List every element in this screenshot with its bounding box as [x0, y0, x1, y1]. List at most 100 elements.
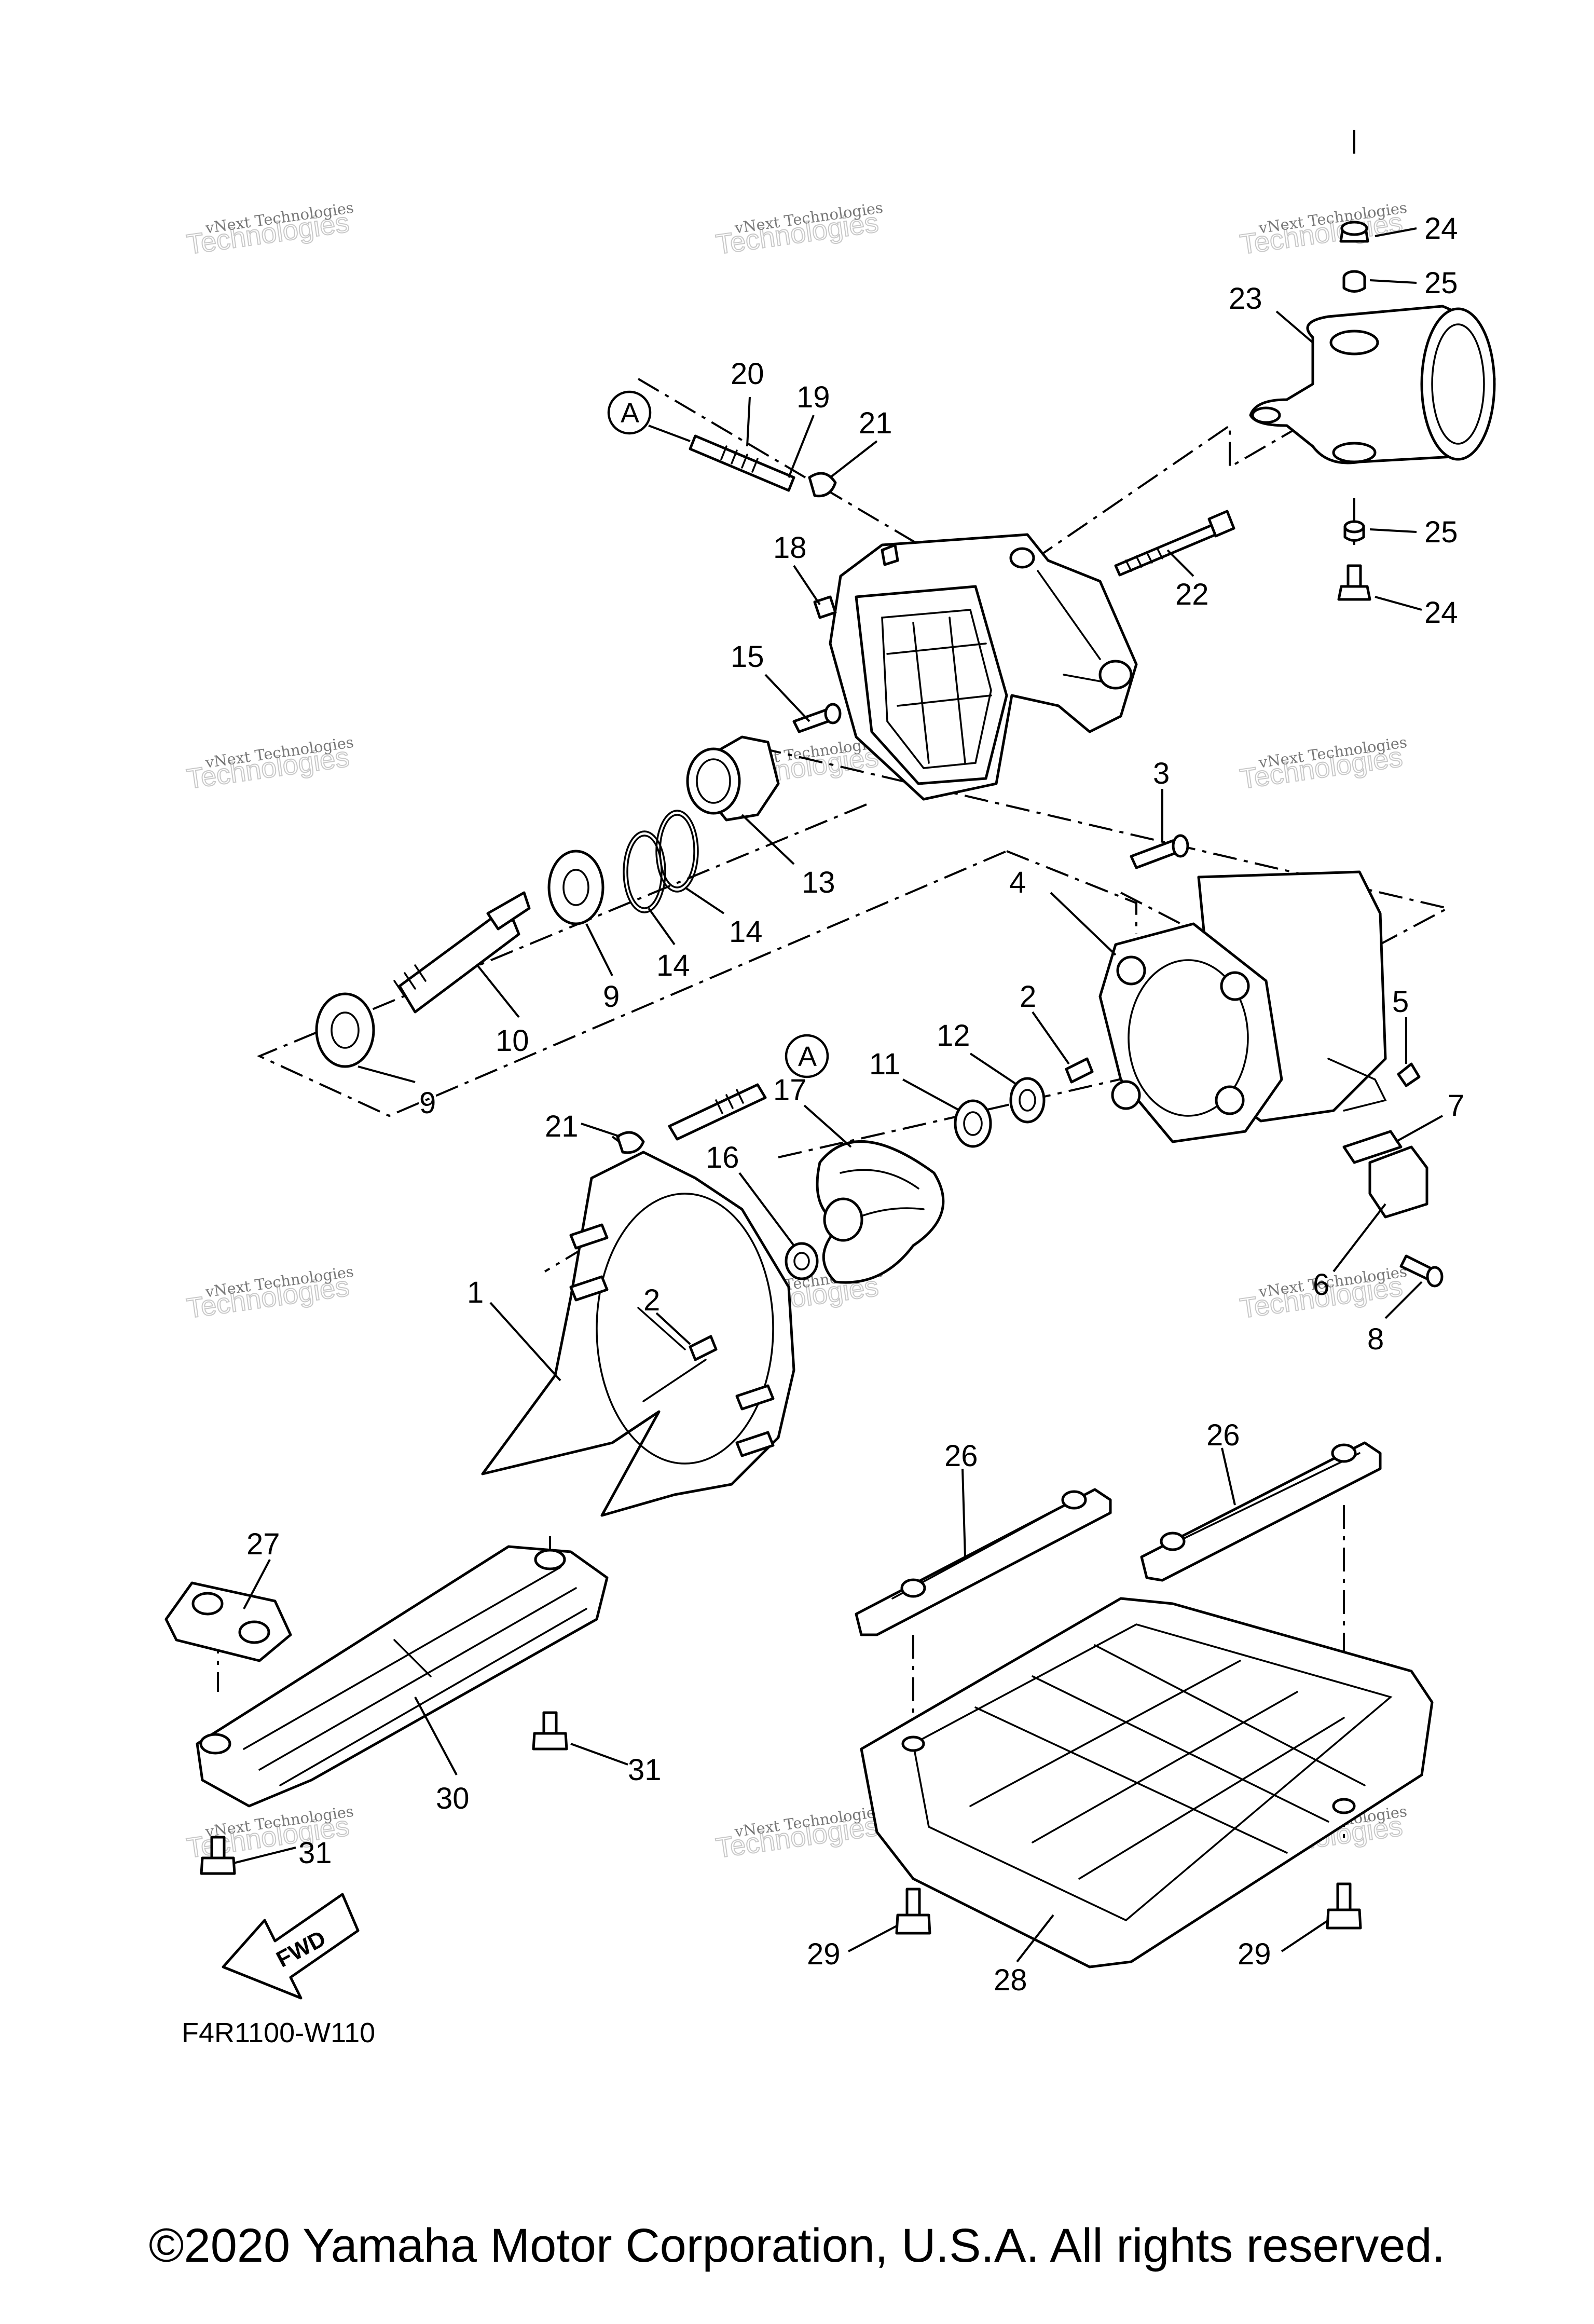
ride-plate-28-hole-a — [901, 1735, 925, 1752]
leader-15 — [764, 674, 810, 722]
bracket-26-a — [855, 1488, 1112, 1636]
assembly-line-shaft-box — [257, 803, 1007, 1117]
shaft-19 — [689, 434, 795, 492]
o-ring-14b-inner — [659, 814, 695, 888]
leader-lines — [233, 227, 1443, 1963]
intake-stud-1 — [569, 1223, 609, 1250]
leader-25-bottom — [1369, 528, 1417, 533]
callout-8: 8 — [1367, 1322, 1384, 1356]
leader-27 — [243, 1559, 271, 1609]
pump-housing-nozzle-boss — [1009, 547, 1035, 569]
assembly-line-shaft-box-b — [1006, 850, 1137, 934]
pump-housing-face — [855, 585, 1008, 785]
o-ring-14a — [623, 830, 666, 913]
shaft-19-centerline — [648, 425, 691, 442]
collar-25-top-side — [1342, 276, 1366, 293]
leader-14-b — [648, 907, 676, 946]
callout-31-a: 31 — [628, 1753, 662, 1787]
pump-housing-vanes — [886, 617, 992, 764]
callout-10: 10 — [496, 1024, 529, 1058]
leader-8 — [1384, 1281, 1423, 1319]
callout-18: 18 — [773, 531, 807, 565]
bolt-29-b-shank — [1336, 1882, 1352, 1911]
bolt-29-a-shank — [905, 1888, 921, 1917]
bolt-5 — [1397, 1062, 1421, 1087]
part-long-bolt — [1114, 510, 1235, 577]
bolt-29-a-head — [895, 1913, 931, 1935]
leader-13 — [741, 814, 795, 865]
part-intake-duct — [481, 1151, 795, 1517]
callout-26-a: 26 — [944, 1439, 978, 1473]
nozzle-bottom-boss — [1332, 442, 1377, 463]
leader-2-top — [1032, 1011, 1070, 1065]
nozzle-outlet — [1420, 307, 1496, 461]
leader-2-bottom — [655, 1312, 691, 1345]
leader-24-bottom — [1375, 596, 1422, 611]
bracket-26-b-boss-1 — [1160, 1532, 1186, 1551]
callout-2-bottom: 2 — [643, 1283, 660, 1317]
impeller-housing-boss-4 — [1111, 1080, 1141, 1110]
junction-marker-a-top-label: A — [621, 398, 639, 429]
callout-3: 3 — [1153, 757, 1170, 790]
part-brackets-26 — [855, 1441, 1382, 1636]
seal-12 — [1009, 1077, 1046, 1124]
bolt-31-b-shank — [210, 1836, 226, 1860]
bearing-9-top-inner — [562, 869, 589, 906]
bolt-3 — [1130, 839, 1179, 869]
bracket-26-a-boss-1 — [900, 1578, 926, 1598]
leader-7 — [1395, 1115, 1443, 1143]
callout-25-bottom: 25 — [1424, 515, 1458, 549]
callout-23: 23 — [1229, 282, 1262, 316]
callout-27: 27 — [246, 1527, 280, 1561]
part-nozzle-bolts — [1337, 221, 1371, 601]
drive-shaft-10 — [398, 912, 520, 1014]
callout-15: 15 — [731, 640, 764, 674]
bolt-24-bottom-head — [1337, 585, 1371, 601]
gasket-7 — [1342, 1130, 1403, 1164]
callout-2-top: 2 — [1020, 980, 1036, 1014]
o-ring-14b — [655, 810, 699, 893]
callout-21-top: 21 — [859, 406, 892, 440]
bearing-9-bottom-inner — [331, 1011, 360, 1049]
cover-27-knob-a — [191, 1592, 224, 1616]
leader-12 — [969, 1052, 1018, 1086]
bearing-9-top — [547, 850, 604, 925]
o-ring-14a-inner — [626, 835, 663, 909]
callout-9-bottom: 9 — [419, 1086, 436, 1120]
cap-13-inner — [696, 758, 731, 804]
part-cap-assembly — [623, 703, 842, 913]
watermark: Technologies vNext Technologies — [1238, 733, 1408, 796]
shaft-20-thread — [720, 445, 759, 473]
part-impeller — [816, 1140, 945, 1284]
leader-26-b — [1221, 1447, 1236, 1506]
leader-6 — [1332, 1203, 1386, 1273]
part-clip-top — [808, 472, 837, 498]
leader-20 — [746, 397, 751, 447]
leader-9-bottom — [358, 1065, 416, 1083]
leader-18 — [793, 565, 821, 606]
bolt-22-shank — [1114, 523, 1220, 577]
leader-19 — [788, 415, 815, 478]
cover-6 — [1368, 1145, 1428, 1219]
callout-5: 5 — [1392, 985, 1409, 1019]
callout-13: 13 — [802, 866, 835, 899]
pin-2-top — [1065, 1057, 1094, 1084]
leader-1 — [489, 1302, 561, 1382]
callout-22: 22 — [1175, 578, 1209, 611]
bolt-24-bottom-shank — [1346, 564, 1362, 588]
callout-30: 30 — [436, 1782, 470, 1815]
clip-21-top — [808, 472, 837, 498]
part-clip-bottom: A — [616, 1034, 829, 1154]
bracket-26-a-boss-2 — [1061, 1490, 1087, 1510]
watermark: Technologies vNext Technologies — [184, 733, 355, 796]
collar-25-bottom — [1343, 520, 1365, 534]
callout-29-b: 29 — [1238, 1937, 1271, 1971]
bearing-9-bottom — [315, 992, 375, 1068]
bolt-24-top-head — [1340, 221, 1368, 236]
leader-24-top — [1375, 227, 1417, 237]
leader-29-b — [1281, 1919, 1329, 1952]
intake-duct-ribs — [637, 1307, 707, 1402]
part-drive-shaft — [315, 850, 604, 1068]
callout-19: 19 — [796, 380, 830, 414]
callout-9-top: 9 — [603, 980, 620, 1014]
